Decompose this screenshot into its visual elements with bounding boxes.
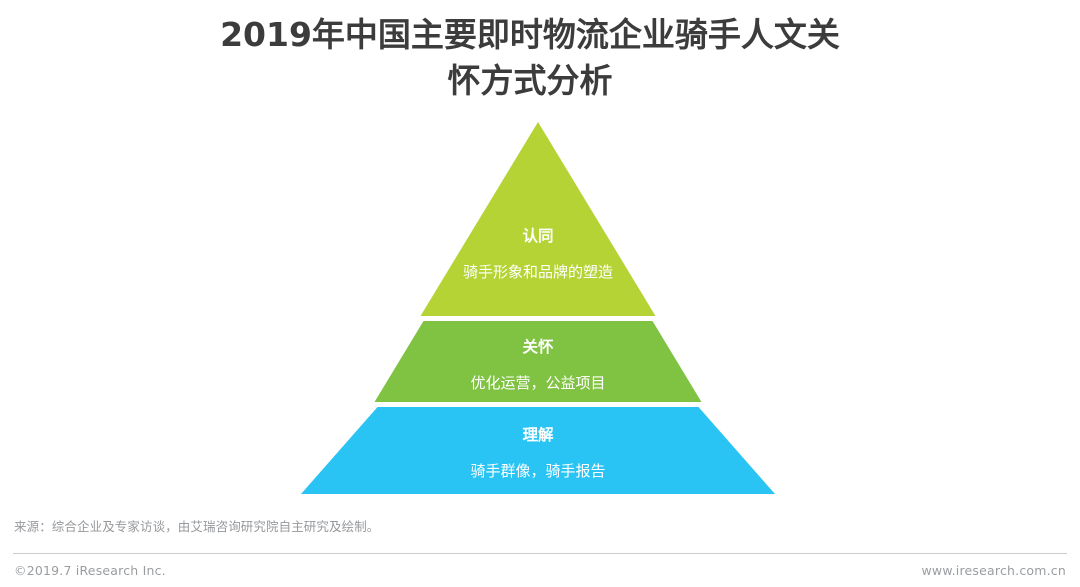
footer-copyright: ©2019.7 iResearch Inc. (14, 563, 166, 578)
pyramid-tier-top-subtitle: 骑手形象和品牌的塑造 (463, 263, 613, 281)
footer-website[interactable]: www.iresearch.com.cn (921, 563, 1066, 578)
footer: ©2019.7 iResearch Inc. www.iresearch.com… (0, 559, 1080, 587)
source-note: 来源：综合企业及专家访谈，由艾瑞咨询研究院自主研究及绘制。 (14, 519, 380, 534)
pyramid-tier-top-shape[interactable] (420, 122, 656, 316)
footer-divider (13, 553, 1067, 554)
page-title: 2019年中国主要即时物流企业骑手人文关 怀方式分析 (150, 12, 910, 104)
pyramid-tier-bottom-heading: 理解 (522, 425, 554, 444)
pyramid-tier-top-heading: 认同 (522, 226, 553, 245)
pyramid-tier-middle-subtitle: 优化运营，公益项目 (470, 374, 605, 392)
pyramid-tier-bottom-shape[interactable] (301, 407, 775, 494)
pyramid-tier-middle-shape[interactable] (374, 321, 702, 402)
page-title-line-2: 怀方式分析 (447, 61, 613, 100)
pyramid-tier-middle-heading: 关怀 (522, 337, 554, 356)
page-title-line-1: 2019年中国主要即时物流企业骑手人文关 (220, 15, 840, 54)
pyramid-tier-bottom-subtitle: 骑手群像，骑手报告 (470, 462, 605, 480)
